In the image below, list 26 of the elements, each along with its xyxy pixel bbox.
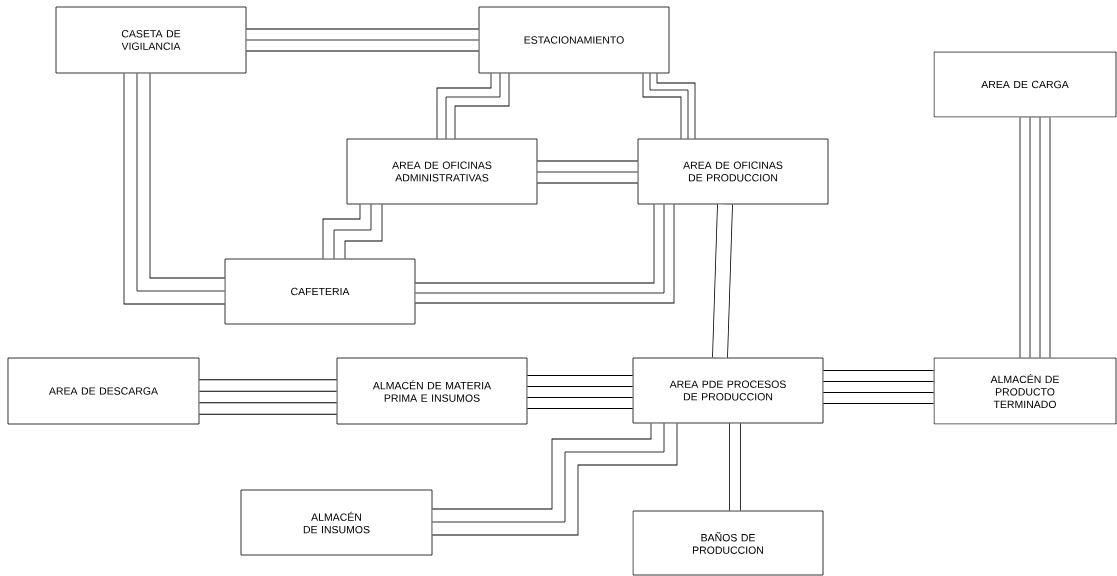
area-box: ALMACÉN DE MATERIA PRIMA E INSUMOS [336, 357, 528, 425]
connector-lines [246, 28, 479, 52]
area-box: AREA PDE PROCESOS DE PRODUCCION [632, 357, 824, 424]
area-box: AREA DE CARGA [933, 51, 1117, 118]
connector-lines [415, 204, 675, 304]
connector-lines [537, 160, 638, 184]
connector-lines [729, 423, 741, 511]
area-box: AREA DE OFICINAS ADMINISTRATIVAS [346, 138, 538, 205]
connector-lines [1019, 117, 1051, 358]
area-box: CASETA DE VIGILANCIA [55, 6, 247, 74]
connector-lines [322, 204, 383, 259]
connector-lines [527, 375, 633, 409]
area-box: ESTACIONAMIENTO [478, 6, 670, 74]
area-box: BAÑOS DE PRODUCCION [632, 510, 824, 576]
area-box: ALMACÉN DE INSUMOS [240, 489, 433, 556]
area-box: ALMACÉN DE PRODUCTO TERMINADO [933, 357, 1117, 425]
connector-lines [823, 370, 934, 404]
connector-lines [123, 73, 225, 305]
connector-lines [432, 423, 678, 536]
area-box: AREA DE OFICINAS DE PRODUCCION [637, 138, 829, 205]
area-box: AREA DE DESCARGA [7, 357, 200, 425]
area-box: CAFETERIA [224, 258, 416, 325]
connector-lines [436, 73, 510, 139]
connector-lines [199, 379, 337, 415]
connector-lines [712, 204, 733, 358]
connector-lines [642, 73, 696, 139]
